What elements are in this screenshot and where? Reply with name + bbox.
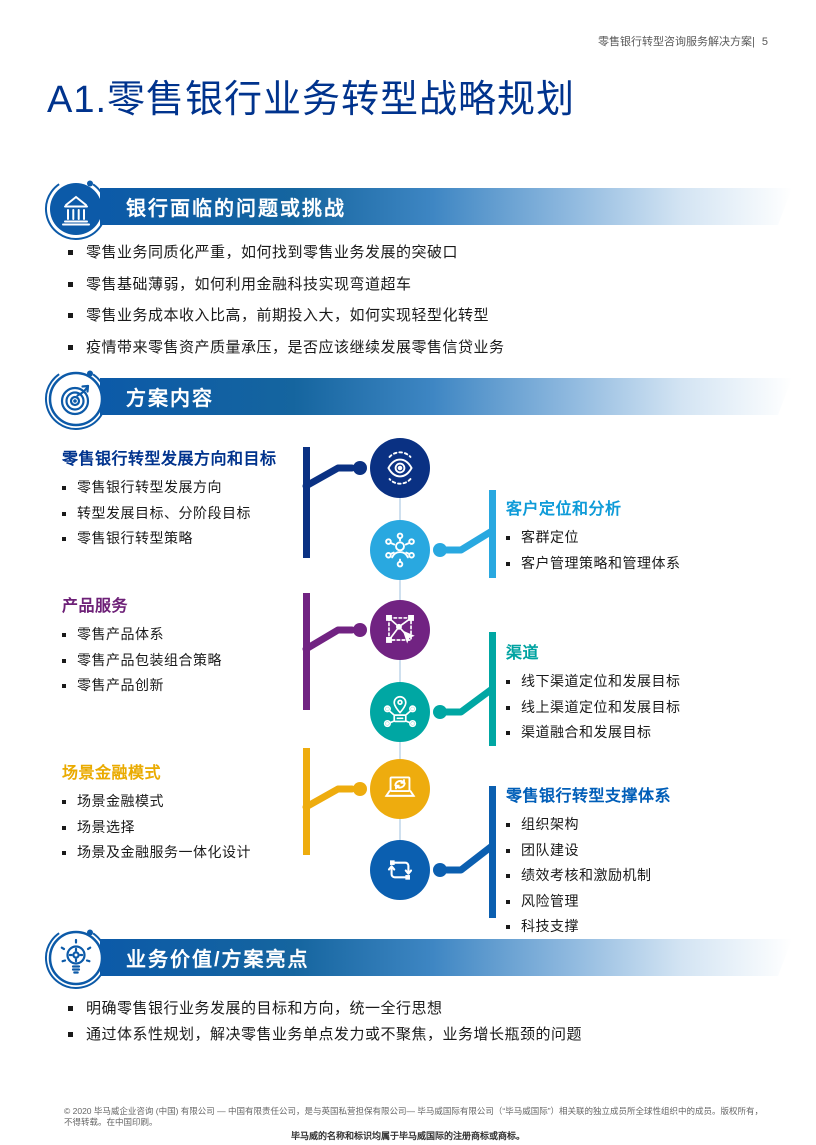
bullet-square-icon — [62, 851, 66, 855]
diagram-block-title: 场景金融模式 — [62, 765, 162, 782]
list-item: 通过体系性规划，解决零售业务单点发力或不聚焦，业务增长瓶颈的问题 — [68, 1022, 728, 1048]
list-item: 团队建设 — [506, 838, 786, 864]
right-bar-customer — [489, 490, 496, 578]
product-design-icon — [370, 600, 430, 660]
list-item: 线下渠道定位和发展目标 — [506, 669, 786, 695]
bullet-square-icon — [506, 823, 510, 827]
diagram-block-customer: 客户定位和分析 客群定位 客户管理策略和管理体系 — [506, 500, 786, 576]
bullet-square-icon — [506, 536, 510, 540]
left-bar-direction — [303, 447, 310, 558]
list-item: 零售银行转型发展方向 — [62, 475, 300, 501]
bullet-square-icon — [62, 658, 66, 663]
list-item: 零售产品创新 — [62, 673, 300, 699]
bullet-square-icon — [62, 537, 66, 541]
list-item: 组织架构 — [506, 812, 786, 838]
bullet-square-icon — [62, 511, 66, 516]
list-item: 线上渠道定位和发展目标 — [506, 695, 786, 721]
bullet-square-icon — [68, 313, 73, 318]
list-item: 零售基础薄弱，如何利用金融科技实现弯道超车 — [68, 269, 688, 301]
diagram-block-product: 产品服务 零售产品体系 零售产品包装组合策略 零售产品创新 — [62, 597, 300, 699]
bullet-square-icon — [68, 281, 73, 287]
customer-network-icon — [370, 520, 430, 580]
bullet-square-icon — [62, 800, 66, 804]
bullet-square-icon — [506, 705, 510, 710]
list-item: 场景选择 — [62, 815, 302, 841]
list-item: 疫情带来零售资产质量承压，是否应该继续发展零售信贷业务 — [68, 332, 688, 364]
diagram-block-channel: 渠道 线下渠道定位和发展目标 线上渠道定位和发展目标 渠道融合和发展目标 — [506, 644, 786, 746]
bullet-square-icon — [506, 874, 510, 878]
list-item: 客群定位 — [506, 525, 786, 551]
list-item: 零售业务成本收入比高，前期投入大，如何实现轻型化转型 — [68, 300, 688, 332]
vision-eye-icon — [370, 438, 430, 498]
right-bar-support — [489, 786, 496, 918]
list-item: 科技支撑 — [506, 914, 786, 940]
section-banner-content: 方案内容 — [100, 378, 792, 415]
section-banner-value: 业务价值/方案亮点 — [100, 939, 792, 976]
bullet-square-icon — [506, 925, 510, 929]
section-banner-label: 方案内容 — [126, 388, 214, 410]
bullet-square-icon — [62, 684, 66, 688]
page-title: A1.零售银行业务转型战略规划 — [47, 79, 576, 121]
channels-location-icon — [370, 682, 430, 742]
bullet-square-icon — [506, 731, 510, 735]
scene-finance-laptop-icon — [370, 759, 430, 819]
diagram-block-support: 零售银行转型支撑体系 组织架构 团队建设 绩效考核和激励机制 风险管理 科技支撑 — [506, 787, 786, 940]
list-item: 风险管理 — [506, 889, 786, 915]
section-banner-challenges: 银行面临的问题或挑战 — [100, 188, 792, 225]
list-item: 零售产品包装组合策略 — [62, 648, 300, 674]
list-item: 场景及金融服务一体化设计 — [62, 840, 302, 866]
list-item: 明确零售银行业务发展的目标和方向，统一全行思想 — [68, 996, 728, 1022]
list-item: 客户管理策略和管理体系 — [506, 551, 786, 577]
footer-copyright: © 2020 毕马威企业咨询 (中国) 有限公司 — 中国有限责任公司，是与英国… — [64, 1106, 764, 1127]
diagram-block-direction: 零售银行转型发展方向和目标 零售银行转型发展方向 转型发展目标、分阶段目标 零售… — [62, 450, 300, 552]
page-number: 5 — [761, 36, 768, 48]
list-item: 零售产品体系 — [62, 622, 300, 648]
bullet-square-icon — [506, 848, 510, 853]
left-bar-scene — [303, 748, 310, 855]
bullet-square-icon — [506, 680, 510, 684]
diagram-block-title: 渠道 — [506, 645, 540, 662]
bullet-square-icon — [68, 1031, 73, 1037]
footer-trademark: 毕马威的名称和标识均属于毕马威国际的注册商标或商标。 — [290, 1131, 525, 1141]
diagram-block-title: 零售银行转型发展方向和目标 — [62, 451, 277, 468]
bank-icon — [45, 178, 107, 240]
page-header: 零售银行转型咨询服务解决方案| 5 — [598, 33, 768, 49]
bullet-square-icon — [506, 561, 510, 566]
section-banner-label: 业务价值/方案亮点 — [126, 949, 310, 971]
doc-title: 零售银行转型咨询服务解决方案| — [598, 36, 755, 48]
diagram-block-scene: 场景金融模式 场景金融模式 场景选择 场景及金融服务一体化设计 — [62, 764, 302, 866]
list-item: 场景金融模式 — [62, 789, 302, 815]
value-list: 明确零售银行业务发展的目标和方向，统一全行思想 通过体系性规划，解决零售业务单点… — [68, 996, 728, 1047]
diagram-block-title: 客户定位和分析 — [506, 501, 622, 518]
lightbulb-icon — [45, 927, 107, 989]
transform-cycle-icon — [370, 840, 430, 900]
bullet-square-icon — [506, 899, 510, 904]
list-item: 零售银行转型策略 — [62, 526, 300, 552]
bullet-square-icon — [62, 825, 66, 830]
list-item: 零售业务同质化严重，如何找到零售业务发展的突破口 — [68, 237, 688, 269]
left-bar-product — [303, 593, 310, 710]
diagram-block-title: 产品服务 — [62, 598, 129, 615]
bullet-square-icon — [68, 344, 73, 350]
list-item: 绩效考核和激励机制 — [506, 863, 786, 889]
list-item: 转型发展目标、分阶段目标 — [62, 501, 300, 527]
list-item: 渠道融合和发展目标 — [506, 720, 786, 746]
bullet-square-icon — [68, 250, 73, 255]
bullet-square-icon — [68, 1006, 73, 1011]
bullet-square-icon — [62, 486, 66, 490]
section-banner-label: 银行面临的问题或挑战 — [126, 198, 346, 220]
bullet-square-icon — [62, 633, 66, 637]
right-bar-channel — [489, 632, 496, 746]
diagram-block-title: 零售银行转型支撑体系 — [506, 788, 672, 805]
challenges-list: 零售业务同质化严重，如何找到零售业务发展的突破口 零售基础薄弱，如何利用金融科技… — [68, 237, 688, 363]
target-icon — [45, 368, 107, 430]
